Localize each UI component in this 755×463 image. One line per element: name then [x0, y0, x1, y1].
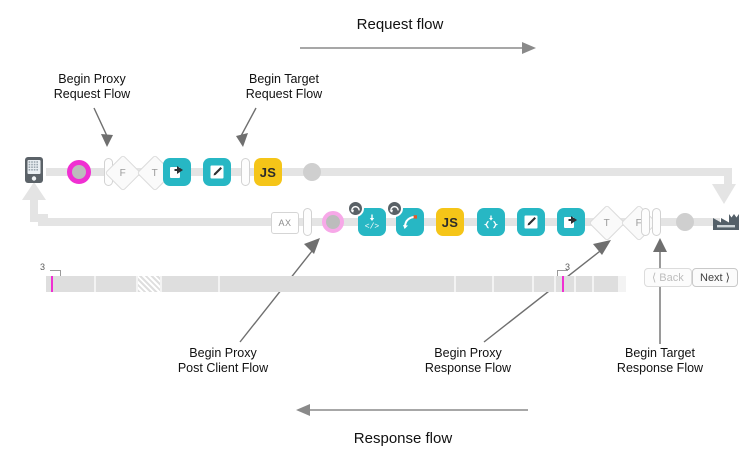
response-rail-elbow: [30, 196, 38, 222]
next-button[interactable]: Next ⟩: [692, 268, 738, 287]
json-policy[interactable]: [477, 208, 505, 236]
request-flow-arrow: [300, 42, 536, 54]
timeline-segment[interactable]: [46, 276, 94, 292]
annotation-pointer-begin-target-response-flow: [653, 238, 667, 344]
timeline-segment-hatched[interactable]: [138, 276, 160, 292]
trace-timeline[interactable]: 3 3: [40, 262, 626, 292]
annotation-line-1: Begin Proxy: [58, 72, 126, 86]
timeline-segment[interactable]: [220, 276, 454, 292]
annotation-begin-proxy-post-client-flow: Begin Proxy Post Client Flow: [163, 346, 283, 376]
annotation-begin-proxy-response-flow: Begin Proxy Response Flow: [408, 346, 528, 376]
undo-arrow-icon: [389, 205, 399, 213]
annotation-begin-target-response-flow: Begin Target Response Flow: [600, 346, 720, 376]
annotation-pointer-begin-proxy-request-flow: [93, 107, 113, 147]
timeline-segment[interactable]: [456, 276, 492, 292]
response-flow-title: Response flow: [353, 430, 453, 447]
annotation-begin-proxy-request-flow: Begin Proxy Request Flow: [32, 72, 152, 102]
policy-label: JS: [441, 214, 459, 230]
flow-separator-bar-4[interactable]: [641, 208, 650, 236]
javascript-policy-2[interactable]: JS: [436, 208, 464, 236]
ax-analytics-box[interactable]: AX: [271, 212, 299, 234]
annotation-pointer-begin-proxy-post-client-flow: [239, 238, 320, 343]
flow-callout-icon: [403, 215, 417, 229]
edit-pencil-icon: [524, 215, 538, 229]
annotation-line-1: Begin Target: [249, 72, 319, 86]
timeline-marker-end[interactable]: [562, 276, 564, 292]
raise-fault-policy-2[interactable]: [557, 208, 585, 236]
svg-text:</>: </>: [365, 223, 380, 232]
condition-t-2[interactable]: T: [588, 204, 626, 242]
assign-message-icon: [170, 166, 183, 178]
next-label: Next: [700, 271, 723, 284]
assign-message-policy-2[interactable]: [517, 208, 545, 236]
back-button[interactable]: ⟨ Back: [644, 268, 692, 287]
annotation-line-1: Begin Proxy: [189, 346, 257, 360]
policy-label: JS: [259, 164, 277, 180]
edit-pencil-icon: [210, 165, 224, 179]
timeline-left-bracket: [50, 270, 61, 277]
assign-message-policy-1[interactable]: [163, 158, 191, 186]
timeline-right-bracket: [557, 270, 568, 277]
timeline-segment[interactable]: [534, 276, 554, 292]
post-client-start-ring[interactable]: [322, 211, 344, 233]
request-rail: [46, 168, 732, 176]
code-brackets-icon: </>: [365, 214, 380, 232]
request-flow-title: Request flow: [356, 16, 444, 33]
annotation-line-1: Begin Proxy: [434, 346, 502, 360]
timeline-segment[interactable]: [96, 276, 136, 292]
timeline-segment[interactable]: [556, 276, 574, 292]
annotation-pointer-begin-proxy-response-flow: [483, 240, 611, 343]
timeline-segment[interactable]: [576, 276, 592, 292]
javascript-policy-1[interactable]: JS: [254, 158, 282, 186]
flow-separator-bar-5[interactable]: [652, 208, 661, 236]
annotation-line-1: Begin Target: [625, 346, 695, 360]
timeline-segment[interactable]: [494, 276, 532, 292]
undo-arrow-icon: [350, 205, 360, 213]
chevron-right-icon: ⟩: [725, 272, 730, 284]
proxy-request-start-ring[interactable]: [67, 160, 91, 184]
json-braces-icon: [483, 215, 499, 229]
flow-separator-bar-2[interactable]: [241, 158, 250, 186]
flow-separator-bar-3[interactable]: [303, 208, 312, 236]
raise-fault-policy-1[interactable]: [203, 158, 231, 186]
response-flow-arrow: [296, 404, 528, 416]
annotation-line-2: Post Client Flow: [177, 361, 269, 375]
flow-callout-policy[interactable]: [396, 208, 424, 236]
timeline-right-label: 3: [565, 262, 571, 272]
timeline-segment[interactable]: [594, 276, 618, 292]
ax-label: AX: [278, 218, 292, 228]
annotation-pointer-begin-target-request-flow: [236, 107, 257, 147]
backend-factory-icon: [712, 209, 740, 231]
request-rail-elbow: [724, 168, 732, 188]
annotation-line-2: Response Flow: [616, 361, 704, 375]
target-request-endpoint-dot[interactable]: [303, 163, 321, 181]
timeline-left-label: 3: [40, 262, 46, 272]
chevron-left-icon: ⟨: [652, 272, 657, 284]
annotation-line-2: Request Flow: [53, 87, 131, 101]
response-rail-corner: [30, 214, 48, 222]
annotation-begin-target-request-flow: Begin Target Request Flow: [224, 72, 344, 102]
annotation-line-2: Request Flow: [245, 87, 323, 101]
flow-callout-attachment-badge[interactable]: [386, 200, 403, 217]
target-response-dot[interactable]: [676, 213, 694, 231]
back-label: Back: [659, 271, 684, 284]
condition-label: F: [119, 167, 127, 179]
condition-label: T: [151, 167, 159, 179]
condition-label: T: [603, 217, 611, 229]
timeline-segment[interactable]: [162, 276, 218, 292]
extract-variables-attachment-badge[interactable]: [347, 200, 364, 217]
raise-fault-icon: [564, 216, 577, 228]
timeline-marker-start[interactable]: [51, 276, 53, 292]
client-phone-icon: [24, 156, 44, 184]
annotation-line-2: Response Flow: [424, 361, 512, 375]
